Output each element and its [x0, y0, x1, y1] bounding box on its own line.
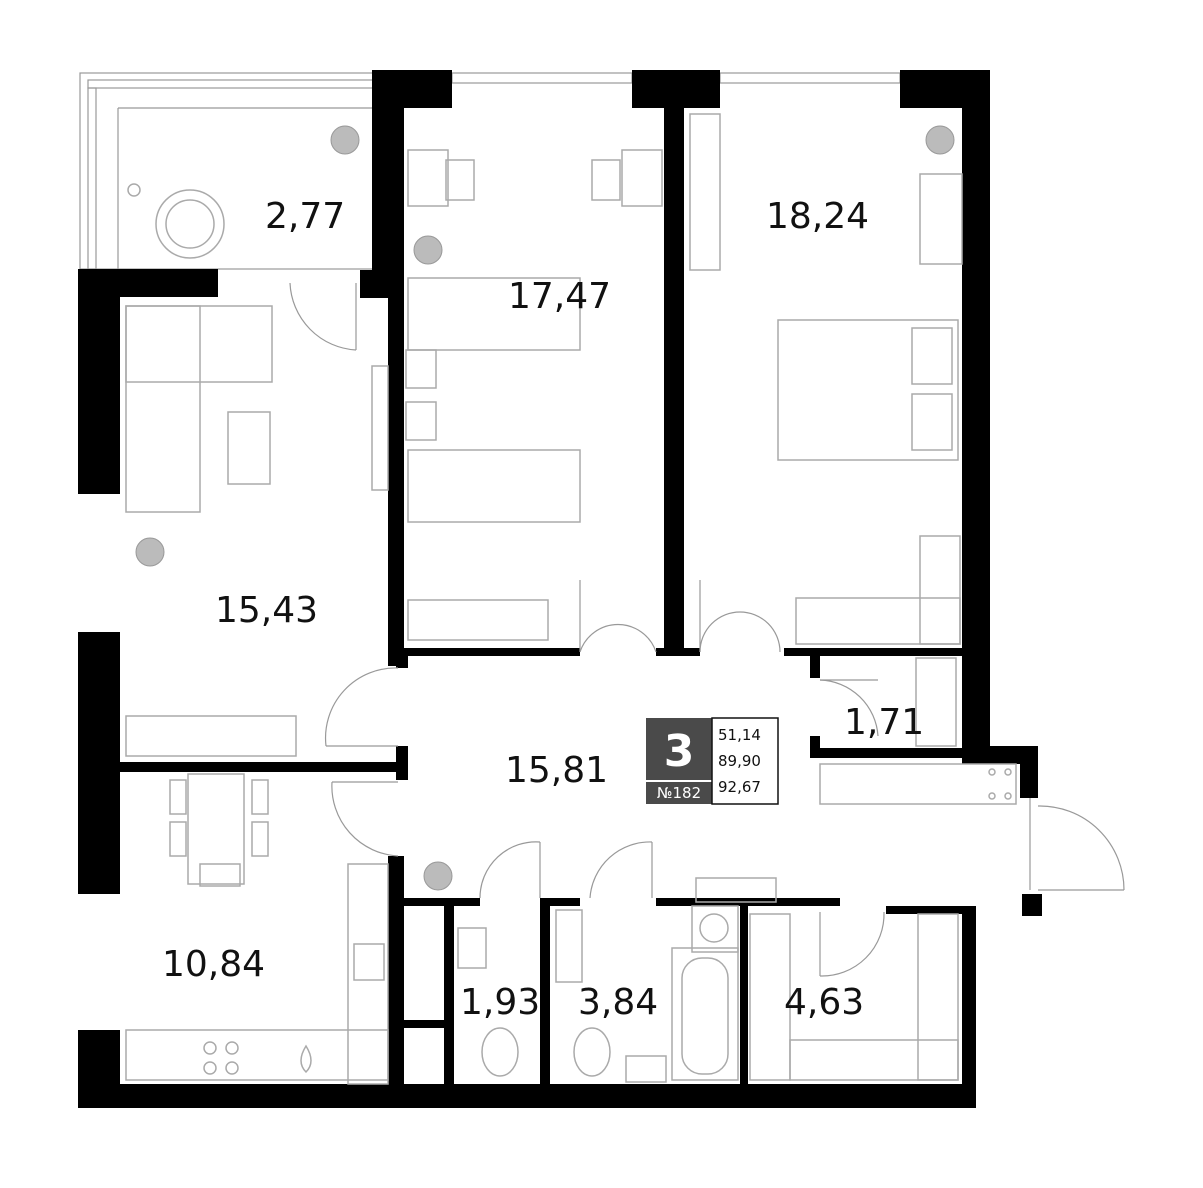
- furniture: [125, 113, 1017, 1085]
- area-label-wardrobe-small: 1,71: [844, 702, 924, 743]
- area-label-living-room: 15,43: [215, 590, 318, 631]
- area-label-kids-bedroom: 17,47: [508, 276, 611, 317]
- balcony-outline: [79, 72, 901, 270]
- badge-areas-box: [711, 717, 779, 805]
- area-label-hallway: 15,81: [505, 750, 608, 791]
- area-label-toilet: 1,93: [460, 982, 540, 1023]
- area-label-bedroom: 18,24: [766, 196, 869, 237]
- area-label-walk-in-closet: 4,63: [784, 982, 864, 1023]
- area-label-bathroom: 3,84: [578, 982, 658, 1023]
- doors: [289, 282, 1125, 977]
- badge-total-area: 89,90: [718, 752, 761, 770]
- area-label-kitchen: 10,84: [162, 944, 265, 985]
- area-label-balcony: 2,77: [265, 196, 345, 237]
- walls: [78, 70, 1042, 1108]
- room-labels: 2,77 17,47 18,24 15,43 15,81 1,71 10,84 …: [162, 196, 924, 1023]
- apartment-badge: 3 №182 51,14 89,90 92,67: [646, 717, 779, 805]
- badge-rooms-count: 3: [664, 726, 695, 777]
- badge-rooms-box: [646, 718, 712, 780]
- badge-total-area-with-balcony: 92,67: [718, 778, 761, 796]
- badge-living-area: 51,14: [718, 726, 761, 744]
- badge-number-box: [646, 782, 712, 804]
- badge-apartment-number: №182: [657, 784, 701, 802]
